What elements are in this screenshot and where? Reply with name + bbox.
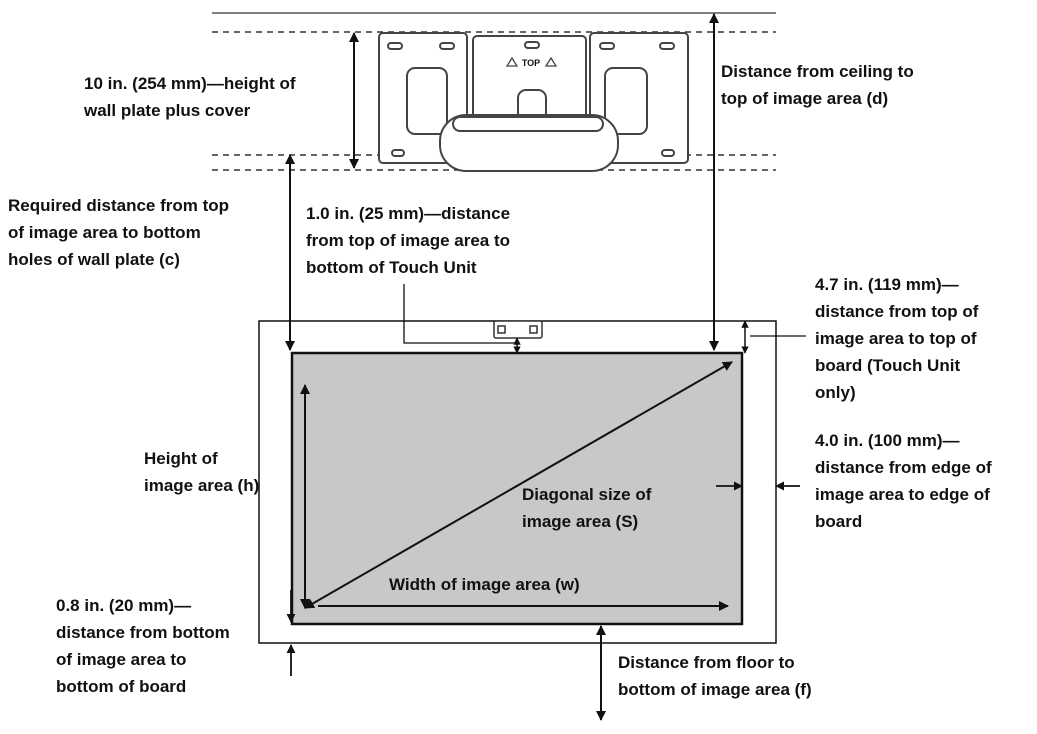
height-of-area-label: Height of image area (h) <box>144 449 260 495</box>
bottom-to-board-bottom-label: 0.8 in. (20 mm)— distance from bottom of… <box>56 596 230 696</box>
wall-plate-top-mark: TOP <box>522 58 540 68</box>
required-distance-label: Required distance from top of image area… <box>8 196 230 269</box>
touch-unit <box>493 320 543 339</box>
top-to-board-top-label: 4.7 in. (119 mm)— distance from top of i… <box>815 275 979 402</box>
touch-unit-distance-label: 1.0 in. (25 mm)—distance from top of ima… <box>306 204 511 277</box>
wall-plate <box>378 32 689 172</box>
ceiling-to-top-label: Distance from ceiling to top of image ar… <box>721 62 914 108</box>
floor-to-bottom-label: Distance from floor to bottom of image a… <box>618 653 812 699</box>
plate-height-label: 10 in. (254 mm)—height of wall plate plu… <box>84 74 296 120</box>
diagonal-label: Diagonal size of image area (S) <box>522 485 652 531</box>
top-arrow-left-icon <box>505 56 519 67</box>
top-arrow-right-icon <box>544 56 558 67</box>
touch-unit-leader <box>403 284 516 344</box>
diagonal-arrow <box>304 361 733 609</box>
width-of-area-label: Width of image area (w) <box>389 575 580 594</box>
edge-to-board-edge-label: 4.0 in. (100 mm)— distance from edge of … <box>815 431 992 531</box>
